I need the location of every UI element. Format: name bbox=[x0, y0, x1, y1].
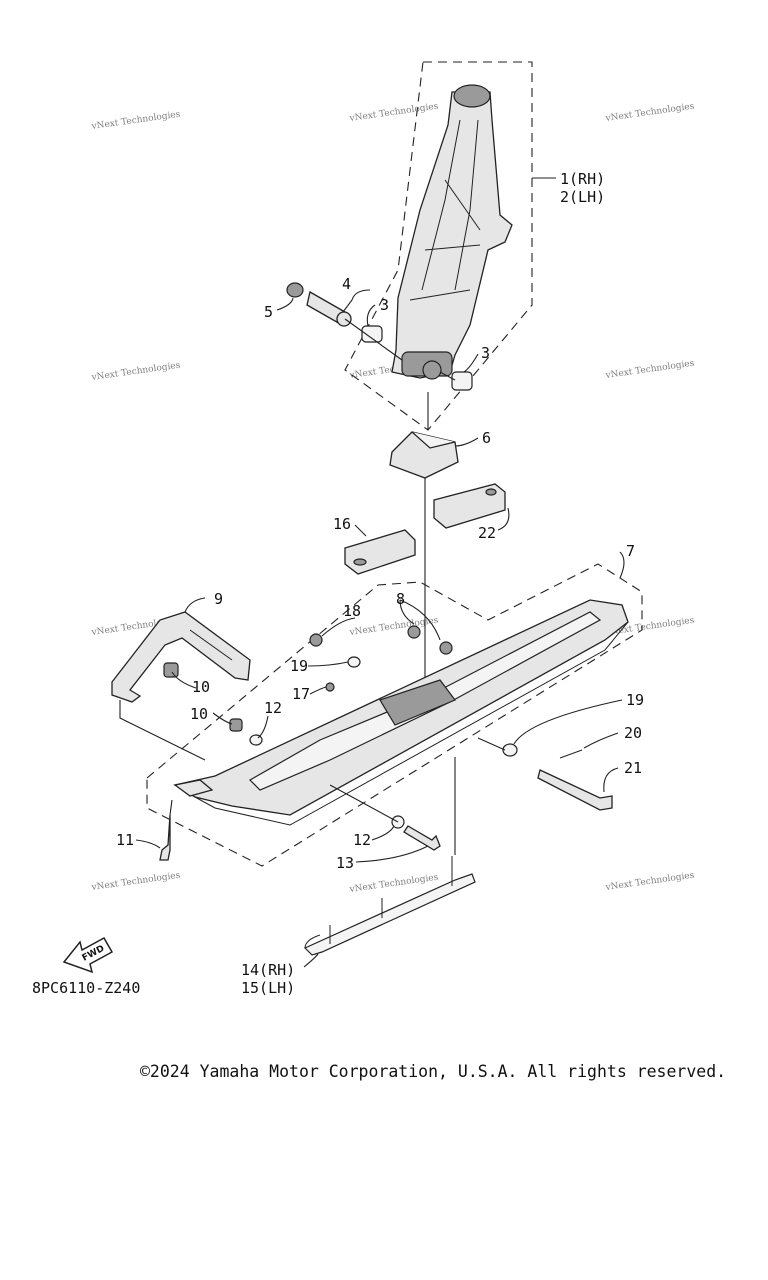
bolt-axis-line bbox=[477, 737, 506, 751]
axis-line bbox=[439, 371, 456, 381]
forward-arrow-icon: FWD bbox=[62, 936, 114, 974]
watermarks: vNext Technologies vNext Technologies vN… bbox=[90, 102, 695, 896]
ski-tip bbox=[173, 779, 214, 797]
grommet-part-8-right bbox=[439, 641, 453, 655]
watermark: vNext Technologies bbox=[604, 102, 695, 125]
callout-19-left: 19 bbox=[290, 657, 308, 675]
callout-11: 11 bbox=[116, 831, 134, 849]
ski-mount-boss bbox=[379, 679, 456, 726]
nut-part-10-lower bbox=[229, 718, 243, 732]
callout-3-left: 3 bbox=[380, 296, 389, 314]
callout-14: 14(RH) bbox=[241, 961, 295, 979]
nut-part-10-upper bbox=[163, 662, 179, 678]
watermark: vNext Technologies bbox=[348, 102, 439, 125]
pad-22-hole bbox=[485, 488, 497, 496]
callout-16: 16 bbox=[333, 515, 351, 533]
bushing-part-3-left bbox=[361, 325, 383, 343]
runner-tip bbox=[304, 934, 321, 949]
pad-22-body bbox=[433, 483, 506, 529]
callout-3-right: 3 bbox=[481, 344, 490, 362]
bolt-part-11 bbox=[159, 814, 171, 861]
spindle-hardware bbox=[286, 282, 473, 430]
bolt-part-21 bbox=[537, 769, 613, 811]
bolt-axis-line bbox=[329, 784, 399, 823]
callout-19-right: 19 bbox=[626, 691, 644, 709]
runner-part-14-15 bbox=[303, 856, 476, 956]
spindle-ribs bbox=[409, 119, 481, 301]
callout-7: 7 bbox=[626, 542, 635, 560]
callout-6: 6 bbox=[482, 429, 491, 447]
callout-20: 20 bbox=[624, 724, 642, 742]
handle-leader bbox=[119, 700, 206, 761]
bolt-axis-line bbox=[169, 799, 173, 816]
ski-assembly-diagram: vNext Technologies vNext Technologies vN… bbox=[32, 61, 695, 997]
watermark: vNext Technologies bbox=[90, 110, 181, 133]
ski-runner-edge bbox=[194, 621, 629, 826]
callout-9: 9 bbox=[214, 590, 223, 608]
callout-12-lower: 12 bbox=[353, 831, 371, 849]
washer-part-19-left bbox=[347, 656, 361, 668]
callout-labels: 1(RH) 2(LH) 4 5 3 3 6 22 16 7 9 8 18 19 … bbox=[32, 170, 644, 997]
callout-15: 15(LH) bbox=[241, 979, 295, 997]
callout-10-upper: 10 bbox=[192, 678, 210, 696]
handle-part-9 bbox=[111, 611, 251, 761]
bolt-part-13 bbox=[403, 825, 441, 851]
sleeve-end bbox=[336, 311, 352, 327]
washer-part-19-right bbox=[502, 743, 518, 757]
watermark: vNext Technologies bbox=[604, 871, 695, 894]
grommet-part-8-left bbox=[407, 625, 421, 639]
spindle-eye bbox=[422, 360, 442, 380]
watermark: vNext Technologies bbox=[348, 616, 439, 639]
spindle-body bbox=[391, 91, 513, 379]
callout-22: 22 bbox=[478, 524, 496, 542]
bushing-part-3-right bbox=[451, 371, 473, 391]
callout-8: 8 bbox=[396, 590, 405, 608]
callout-4: 4 bbox=[342, 275, 351, 293]
callout-21: 21 bbox=[624, 759, 642, 777]
saddle-part-6 bbox=[389, 431, 459, 690]
saddle-top bbox=[411, 431, 456, 449]
callout-2: 2(LH) bbox=[560, 188, 605, 206]
watermark: vNext Technologies bbox=[348, 873, 439, 896]
pin-part-20 bbox=[559, 749, 583, 759]
spindle-top-cap bbox=[453, 84, 491, 108]
callout-10-lower: 10 bbox=[190, 705, 208, 723]
axis-line bbox=[344, 318, 403, 361]
nut-part-5 bbox=[286, 282, 304, 298]
callout-leaders bbox=[135, 177, 625, 968]
pad-part-16 bbox=[344, 529, 416, 575]
ski-part-7 bbox=[146, 563, 643, 867]
callout-17: 17 bbox=[292, 685, 310, 703]
watermark: vNext Technologies bbox=[90, 361, 181, 384]
watermark: vNext Technologies bbox=[90, 871, 181, 894]
pad-part-22 bbox=[433, 483, 506, 529]
handle-grip-slots bbox=[189, 629, 233, 661]
nut-part-18 bbox=[309, 633, 323, 647]
callout-5: 5 bbox=[264, 303, 273, 321]
callout-1: 1(RH) bbox=[560, 170, 605, 188]
pad-16-hole bbox=[353, 558, 367, 566]
callout-13: 13 bbox=[336, 854, 354, 872]
watermark: vNext Technologies bbox=[604, 359, 695, 382]
callout-18: 18 bbox=[343, 602, 361, 620]
callout-12-upper: 12 bbox=[264, 699, 282, 717]
clip-part-17 bbox=[325, 682, 335, 692]
diagram-code: 8PC6110-Z240 bbox=[32, 979, 140, 997]
pad-16-body bbox=[344, 529, 416, 575]
runner-body bbox=[303, 873, 476, 956]
copyright-notice: ©2024 Yamaha Motor Corporation, U.S.A. A… bbox=[140, 1062, 727, 1081]
